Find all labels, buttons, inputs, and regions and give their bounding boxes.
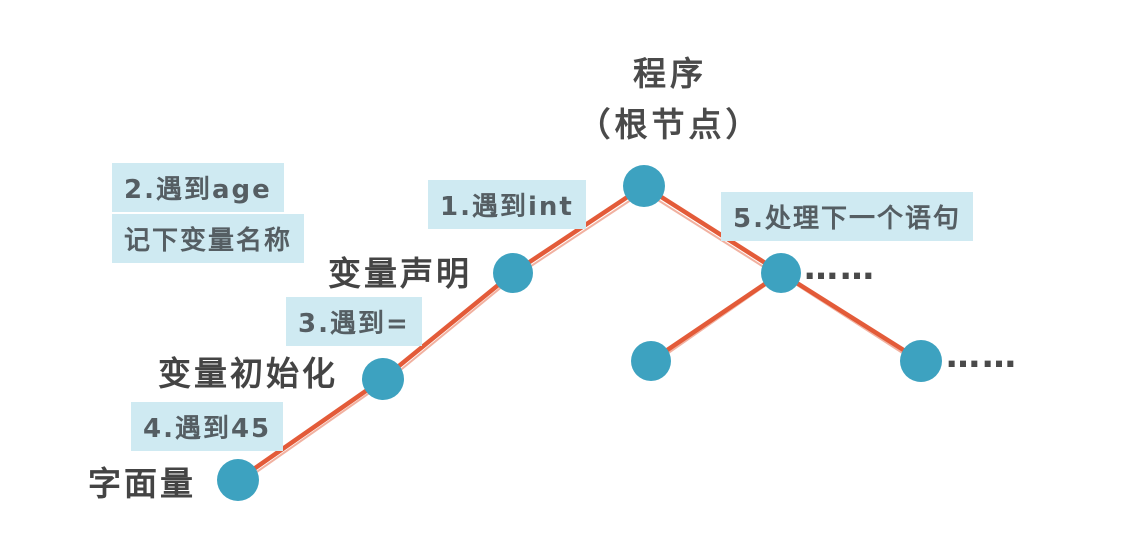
ellipsis-right-bottom: …… bbox=[946, 336, 1018, 376]
ellipsis-right-top: …… bbox=[804, 248, 876, 288]
note-5-process-next-statement: 5.处理下一个语句 bbox=[721, 192, 973, 241]
edge-texture-5 bbox=[653, 275, 780, 364]
note-1-text: 1.遇到int bbox=[428, 180, 586, 229]
node-root bbox=[623, 165, 665, 207]
label-variable-initialization: 变量初始化 bbox=[158, 354, 338, 393]
root-title-line2: （根节点） bbox=[577, 105, 763, 145]
node-right-left-child bbox=[631, 341, 671, 381]
note-5-text: 5.处理下一个语句 bbox=[721, 192, 973, 241]
edge-texture-6 bbox=[782, 275, 919, 364]
node-initialization bbox=[362, 358, 404, 400]
node-declaration bbox=[493, 253, 533, 293]
note-2-line2: 记下变量名称 bbox=[112, 214, 305, 263]
edge-right-leftchild bbox=[648, 270, 784, 364]
root-title: 程序 （根节点） bbox=[540, 48, 800, 150]
node-right-right-child bbox=[900, 340, 942, 382]
note-3-encounter-equals: 3.遇到= bbox=[286, 297, 422, 346]
root-title-line1: 程序 bbox=[633, 54, 707, 93]
note-2-encounter-age: 2.遇到age 记下变量名称 bbox=[112, 163, 305, 263]
note-3-text: 3.遇到= bbox=[286, 297, 422, 346]
note-4-encounter-45: 4.遇到45 bbox=[131, 402, 284, 451]
note-4-text: 4.遇到45 bbox=[131, 402, 284, 451]
node-literal bbox=[217, 459, 259, 501]
node-next-statement bbox=[761, 253, 801, 293]
note-1-encounter-int: 1.遇到int bbox=[428, 180, 586, 229]
note-2-line1: 2.遇到age bbox=[112, 163, 284, 212]
label-variable-declaration: 变量声明 bbox=[328, 254, 472, 293]
label-literal: 字面量 bbox=[88, 464, 196, 503]
